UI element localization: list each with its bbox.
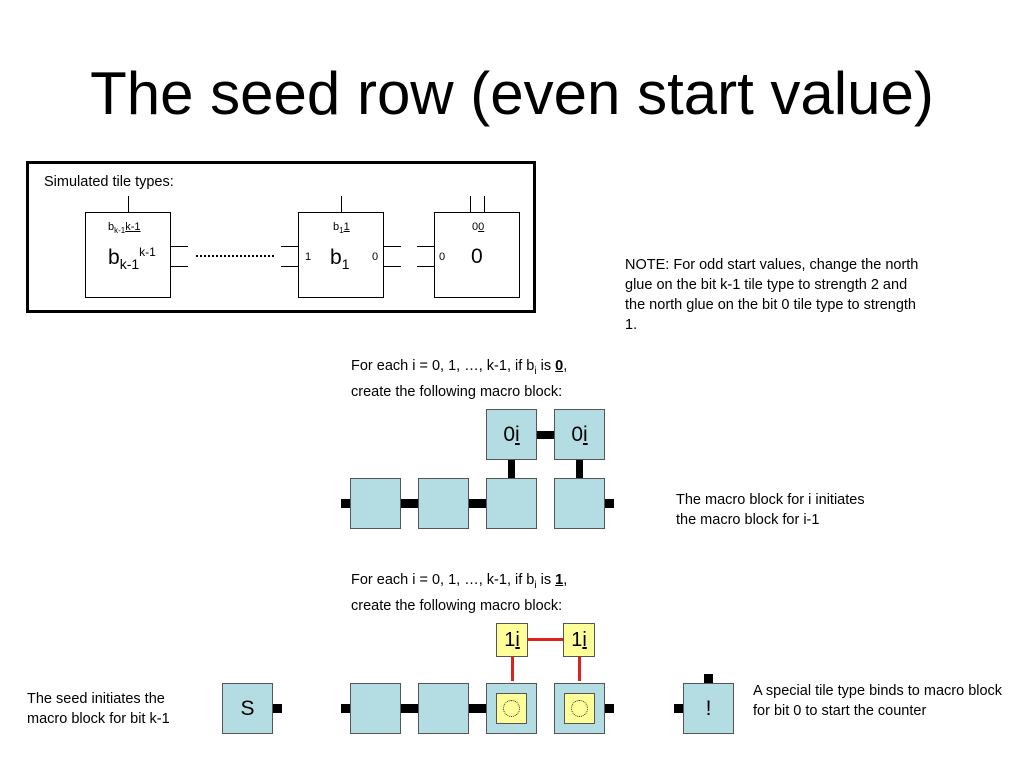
simulated-tiles-panel bbox=[26, 161, 536, 313]
tile-top-label: 00 bbox=[472, 221, 485, 233]
west-glue-label: 0 bbox=[439, 251, 446, 263]
panel-caption: Simulated tile types: bbox=[44, 174, 174, 190]
glue-connector bbox=[605, 499, 614, 508]
circle-icon bbox=[571, 700, 588, 717]
lower-tile bbox=[486, 478, 537, 529]
lower-tile bbox=[554, 478, 605, 529]
macro-block-note: The macro block for i initiates the macr… bbox=[676, 492, 865, 528]
east-glue-label: 0 bbox=[372, 251, 379, 263]
glue-connector bbox=[401, 704, 418, 713]
tile-main-label: 0 bbox=[471, 245, 483, 268]
glue-connector bbox=[605, 704, 614, 713]
glue-connector bbox=[341, 704, 350, 713]
tile-main-label: b1 bbox=[330, 246, 350, 273]
glue-connector bbox=[273, 704, 282, 713]
odd-start-note: NOTE: For odd start values, change the n… bbox=[625, 257, 919, 333]
glue-connector bbox=[576, 460, 583, 478]
glue-connector bbox=[469, 499, 486, 508]
glue-connector bbox=[537, 431, 554, 439]
tile-top-label: b11 bbox=[333, 221, 350, 236]
glue-connector bbox=[341, 499, 350, 508]
ellipsis-dots bbox=[196, 255, 274, 257]
glue-connector bbox=[401, 499, 418, 508]
special-tile: ! bbox=[683, 683, 734, 734]
seed-tile: S bbox=[222, 683, 273, 734]
tile-main-label: bk-1k-1 bbox=[108, 245, 156, 273]
inner-yellow-tile bbox=[564, 693, 595, 724]
slide-title: The seed row (even start value) bbox=[90, 60, 934, 127]
lower-tile bbox=[350, 683, 401, 734]
lower-tile bbox=[418, 478, 469, 529]
lower-tile bbox=[350, 478, 401, 529]
seed-note: The seed initiates the macro block for b… bbox=[27, 691, 170, 727]
inner-yellow-tile bbox=[496, 693, 527, 724]
lower-tile bbox=[486, 683, 537, 734]
lower-tile bbox=[418, 683, 469, 734]
lower-tile bbox=[554, 683, 605, 734]
block0-description: For each i = 0, 1, …, k-1, if bi is 0, c… bbox=[351, 358, 568, 400]
glue-connector bbox=[508, 460, 515, 478]
north-glue-line bbox=[128, 196, 129, 212]
red-link bbox=[528, 638, 563, 641]
west-glue-label: 1 bbox=[305, 251, 312, 263]
glue-connector bbox=[704, 674, 713, 683]
glue-connector bbox=[674, 704, 683, 713]
glue-connector bbox=[469, 704, 486, 713]
circle-icon bbox=[503, 700, 520, 717]
red-link bbox=[511, 657, 514, 681]
tile-top-label: bk-1k-1 bbox=[108, 221, 141, 236]
special-tile-note: A special tile type binds to macro block… bbox=[753, 683, 1003, 719]
block1-description: For each i = 0, 1, …, k-1, if bi is 1, c… bbox=[351, 572, 568, 614]
red-link bbox=[578, 657, 581, 681]
